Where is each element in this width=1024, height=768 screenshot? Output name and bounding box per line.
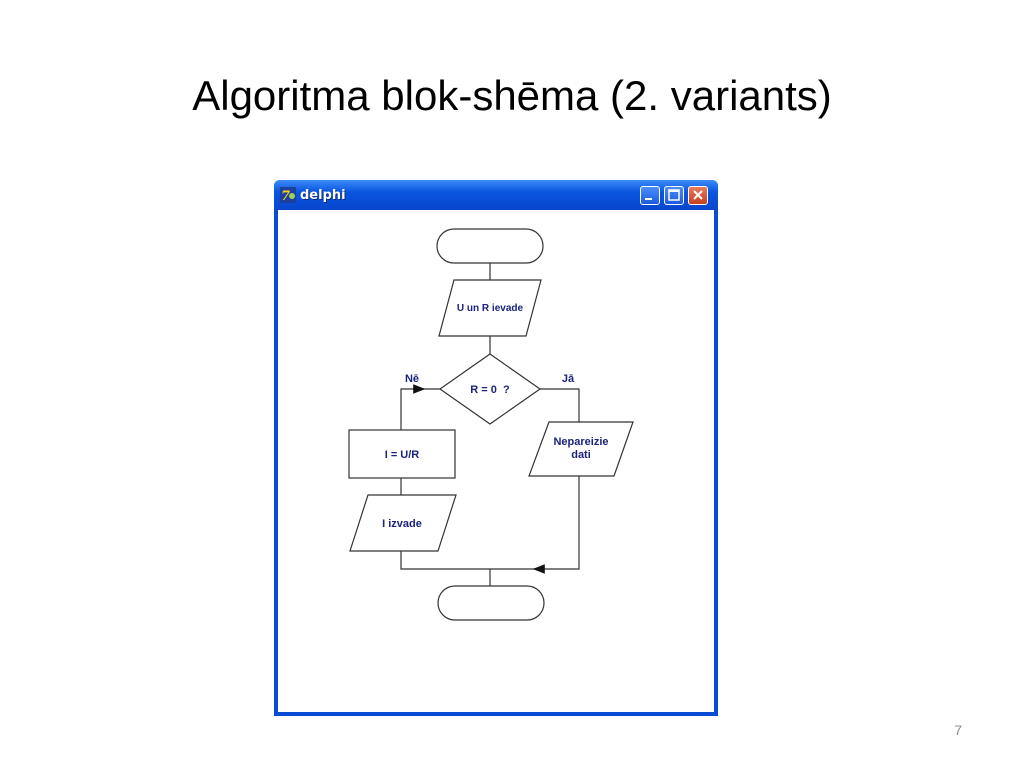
flowchart: U un R ievade R = 0 ? Nē Jā I = U/R I iz…: [348, 228, 634, 621]
slide-title: Algoritma blok-shēma (2. variants): [192, 72, 832, 119]
maximize-icon: [668, 189, 680, 201]
connector-output-merge: [400, 551, 490, 570]
delphi-app-icon: 7: [280, 187, 296, 203]
start-terminator: [436, 228, 544, 264]
calc-label: I = U/R: [385, 449, 420, 461]
minimize-button[interactable]: [640, 186, 660, 205]
connector-decision-no: [400, 388, 440, 430]
calc-process-box: [348, 429, 456, 479]
no-label: Nē: [405, 373, 419, 385]
page-number: 7: [954, 722, 962, 738]
window-title: delphi: [300, 188, 346, 203]
decision-diamond: [438, 353, 542, 425]
error-label-line1: Nepareizie: [553, 436, 608, 448]
connector-error-merge: [490, 476, 580, 570]
minimize-icon: [645, 198, 652, 200]
input-label: U un R ievade: [457, 303, 524, 314]
delphi-window: 7 delphi: [274, 180, 718, 716]
connector-decision-yes: [540, 388, 580, 422]
output-parallelogram: [349, 494, 457, 552]
decision-label: R = 0 ?: [470, 384, 510, 396]
yes-label: Jā: [562, 373, 575, 385]
error-parallelogram: [528, 421, 634, 477]
window-titlebar[interactable]: 7 delphi: [274, 180, 718, 210]
window-client-area: U un R ievade R = 0 ? Nē Jā I = U/R I iz…: [278, 210, 714, 712]
maximize-button[interactable]: [664, 186, 684, 205]
end-terminator: [437, 585, 545, 621]
output-label: I izvade: [382, 518, 422, 530]
close-icon: [693, 190, 703, 200]
input-parallelogram: [438, 279, 542, 337]
error-label-line2: dati: [571, 449, 591, 461]
close-button[interactable]: [688, 186, 708, 205]
svg-text:7: 7: [281, 189, 290, 203]
